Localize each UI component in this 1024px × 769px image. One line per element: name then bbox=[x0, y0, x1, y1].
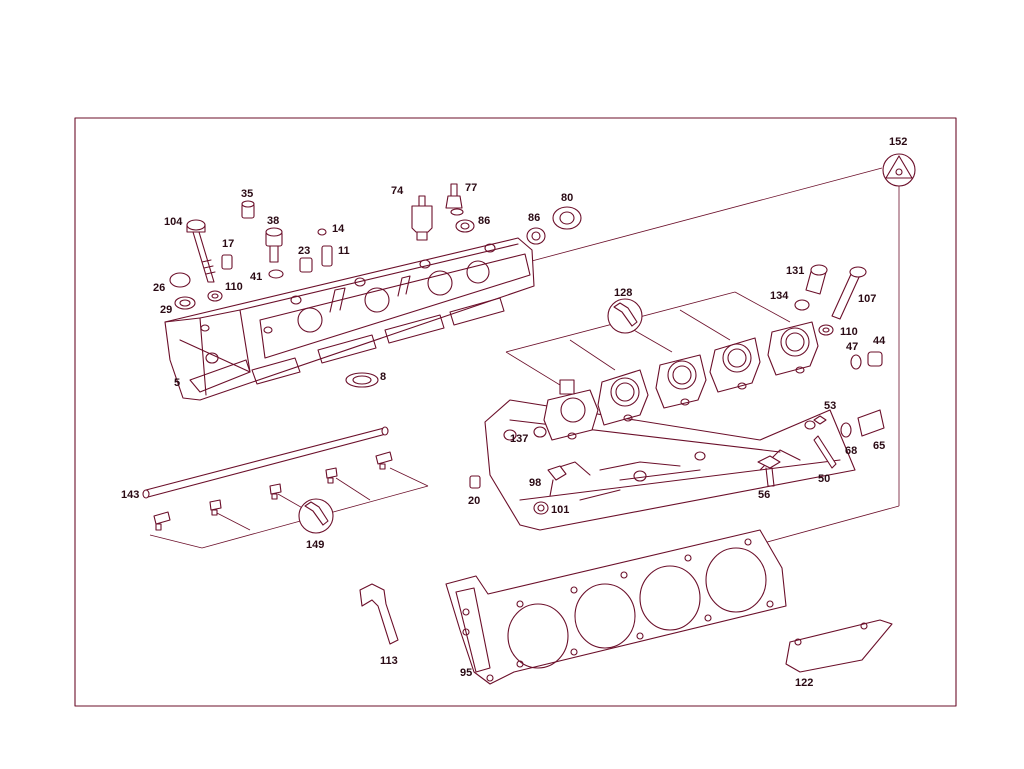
part-label: 41 bbox=[250, 271, 262, 283]
part-label: 98 bbox=[529, 477, 541, 489]
head-small-parts bbox=[169, 183, 582, 388]
part-labels: 5 8 11 14 17 20 23 26 29 35 38 41 44 47 … bbox=[121, 136, 907, 689]
part-label: 20 bbox=[468, 495, 480, 507]
part-label: 35 bbox=[241, 188, 253, 200]
part-label: 38 bbox=[267, 215, 279, 227]
part-label: 110 bbox=[225, 281, 243, 293]
part-label: 14 bbox=[332, 223, 345, 235]
part-label: 152 bbox=[889, 136, 907, 148]
part-label: 26 bbox=[153, 282, 165, 294]
part-label: 47 bbox=[846, 341, 858, 353]
part-label: 68 bbox=[845, 445, 857, 457]
cylinder-head bbox=[164, 237, 535, 401]
part-label: 29 bbox=[160, 304, 172, 316]
part-label: 86 bbox=[478, 215, 490, 227]
part-label: 77 bbox=[465, 182, 477, 194]
part-label: 44 bbox=[873, 335, 886, 347]
part-label: 143 bbox=[121, 489, 139, 501]
wrench-icon bbox=[607, 298, 643, 334]
right-small-parts bbox=[469, 264, 885, 515]
diagram-frame bbox=[74, 117, 957, 707]
part-label: 53 bbox=[824, 400, 836, 412]
part-label: 113 bbox=[380, 655, 398, 667]
part-label: 23 bbox=[298, 245, 310, 257]
part-label: 74 bbox=[391, 185, 404, 197]
oil-tube bbox=[142, 426, 393, 531]
part-label: 56 bbox=[758, 489, 770, 501]
part-label: 50 bbox=[818, 473, 830, 485]
part-label: 17 bbox=[222, 238, 234, 250]
bracket bbox=[359, 583, 399, 645]
part-label: 86 bbox=[528, 212, 540, 224]
part-label: 137 bbox=[510, 433, 528, 445]
part-label: 80 bbox=[561, 192, 573, 204]
part-label: 110 bbox=[840, 326, 858, 338]
part-label: 122 bbox=[795, 677, 813, 689]
part-label: 65 bbox=[873, 440, 885, 452]
head-gasket bbox=[445, 529, 787, 685]
part-label: 134 bbox=[770, 290, 789, 302]
part-label: 131 bbox=[786, 265, 804, 277]
part-label: 149 bbox=[306, 539, 324, 551]
part-label: 104 bbox=[164, 216, 183, 228]
bearing-caps bbox=[543, 321, 819, 441]
wrench-icon bbox=[298, 498, 334, 534]
part-label: 5 bbox=[174, 377, 180, 389]
part-label: 11 bbox=[338, 245, 350, 257]
cover-plate bbox=[785, 619, 893, 673]
part-label: 8 bbox=[380, 371, 386, 383]
part-label: 128 bbox=[614, 287, 632, 299]
triangle-socket-icon bbox=[882, 153, 916, 187]
part-label: 101 bbox=[551, 504, 569, 516]
part-label: 95 bbox=[460, 667, 472, 679]
part-label: 107 bbox=[858, 293, 876, 305]
